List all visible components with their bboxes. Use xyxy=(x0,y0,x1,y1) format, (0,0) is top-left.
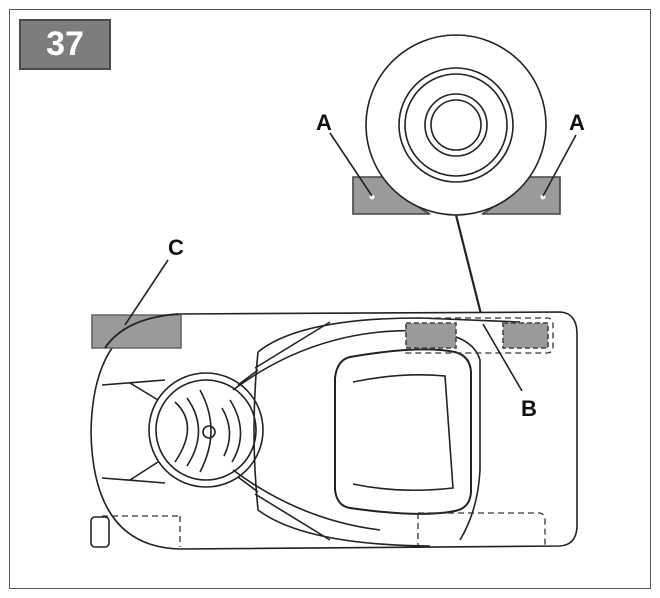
callout-c: C xyxy=(168,235,184,260)
rear-seam-bottom xyxy=(254,493,331,541)
steering-hub xyxy=(202,425,216,439)
leader-a-left xyxy=(329,132,373,197)
diag-seam-top xyxy=(129,382,159,401)
rear-seam-top xyxy=(254,321,331,369)
leader-a-right xyxy=(542,134,577,197)
detail-wheel-rim xyxy=(398,67,514,183)
steering-link-2 xyxy=(186,397,200,467)
bumper-block xyxy=(90,516,110,548)
steering-disc-inner xyxy=(155,379,257,481)
seat-inner xyxy=(352,374,454,492)
mower-body xyxy=(90,311,578,550)
diag-seam-bottom xyxy=(129,461,159,481)
detail-wheel-tire xyxy=(365,34,547,216)
steering-link-1 xyxy=(174,401,189,463)
diagram-frame xyxy=(9,9,651,589)
steering-disc-outer xyxy=(148,372,264,488)
seat-surround-bottom xyxy=(232,469,381,531)
front-seam-top xyxy=(101,379,166,386)
steering-arc-right2 xyxy=(221,407,231,457)
lift-pad-c xyxy=(91,314,182,349)
mower-front-arc xyxy=(104,313,179,349)
pad-dot-left xyxy=(369,194,375,200)
steering-arc-right xyxy=(229,399,242,463)
seat-outline xyxy=(334,348,472,515)
callout-a-left: A xyxy=(316,110,332,135)
side-seam-upper xyxy=(237,369,259,386)
step-number-badge: 37 xyxy=(19,19,111,70)
detail-wheel-hub xyxy=(424,93,488,157)
hidden-rear-axle-bottom xyxy=(418,512,546,545)
leader-c xyxy=(124,259,169,326)
front-seam-bottom xyxy=(101,477,166,484)
side-seam-lower xyxy=(237,476,259,493)
lift-point-b-right xyxy=(502,322,549,349)
callout-b: B xyxy=(521,396,537,421)
hidden-rear-axle-top xyxy=(405,317,554,354)
leader-b xyxy=(482,323,523,392)
lift-point-b-left xyxy=(405,322,457,349)
detail-wheel-inset xyxy=(352,34,561,216)
callout-a-right: A xyxy=(569,110,585,135)
detail-leader-line xyxy=(454,214,485,323)
pad-dot-right xyxy=(540,194,546,200)
detail-wheel-hub-inner xyxy=(430,99,482,151)
detail-wheel-rim-inner xyxy=(404,73,508,177)
steering-link-3 xyxy=(199,389,212,473)
